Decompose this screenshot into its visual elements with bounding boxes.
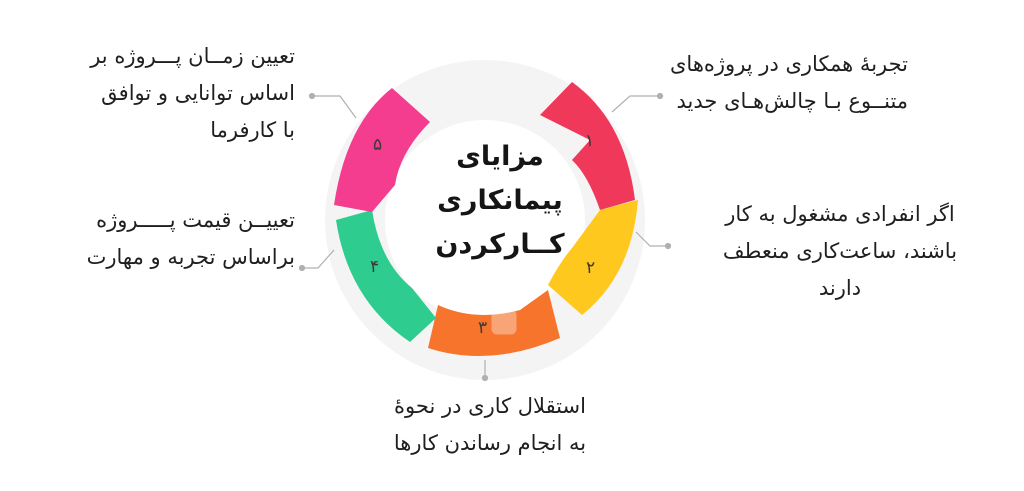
watermark-logo	[430, 307, 520, 337]
item-1-text: تجربهٔ همکاری در پروژه‌های متنــوع بـا چ…	[670, 46, 908, 120]
item-line: تعیین زمــان پـــروژه بر	[90, 44, 295, 68]
item-line: استقلال کاری در نحوهٔ	[394, 394, 586, 418]
item-line: با کارفرما	[210, 118, 295, 142]
connectors	[298, 92, 672, 382]
item-line: اساس توانایی و توافق	[101, 81, 295, 105]
segment-4	[336, 210, 436, 342]
segment-5	[334, 88, 430, 212]
item-4-text: تعییــن قیمت پـــــروژه براساس تجربه و م…	[10, 202, 295, 276]
item-line: تجربهٔ همکاری در پروژه‌های	[670, 52, 909, 76]
connector-4	[302, 249, 335, 269]
segment-1	[540, 82, 635, 210]
item-line: به انجام رساندن کارها	[393, 431, 587, 455]
item-line: براساس تجربه و مهارت	[86, 245, 295, 269]
item-line: باشند، ساعت‌کاری منعطف	[722, 239, 958, 263]
item-2-text: اگر انفرادی مشغول به کار باشند، ساعت‌کار…	[690, 196, 990, 307]
segment-number-3: ۳	[478, 318, 488, 338]
item-line: تعییــن قیمت پـــــروژه	[96, 208, 295, 232]
item-line: متنــوع بـا چالش‌هـای جدید	[676, 89, 909, 113]
connector-2	[635, 231, 668, 247]
segment-2	[548, 200, 638, 315]
connector-5	[312, 95, 357, 119]
center-title-line: مزایای	[456, 141, 544, 172]
center-circle	[385, 120, 585, 320]
item-3-text: استقلال کاری در نحوهٔ به انجام رساندن کا…	[350, 388, 630, 462]
segment-number-1: ۱	[585, 131, 595, 151]
segment-number-2: ۲	[586, 258, 596, 278]
segment-3	[428, 290, 560, 356]
center-title-line: پیمانکاری	[437, 185, 563, 216]
connector-1	[611, 95, 660, 113]
item-5-text: تعیین زمــان پـــروژه بر اساس توانایی و …	[10, 38, 295, 149]
segment-number-4: ۴	[370, 257, 380, 277]
center-title-line: کــارکردن	[435, 229, 565, 260]
segment-number-5: ۵	[373, 135, 383, 155]
center-title: مزایای پیمانکاری کــارکردن	[405, 135, 595, 267]
item-line: دارند	[818, 276, 862, 300]
item-line: اگر انفرادی مشغول به کار	[725, 202, 955, 226]
